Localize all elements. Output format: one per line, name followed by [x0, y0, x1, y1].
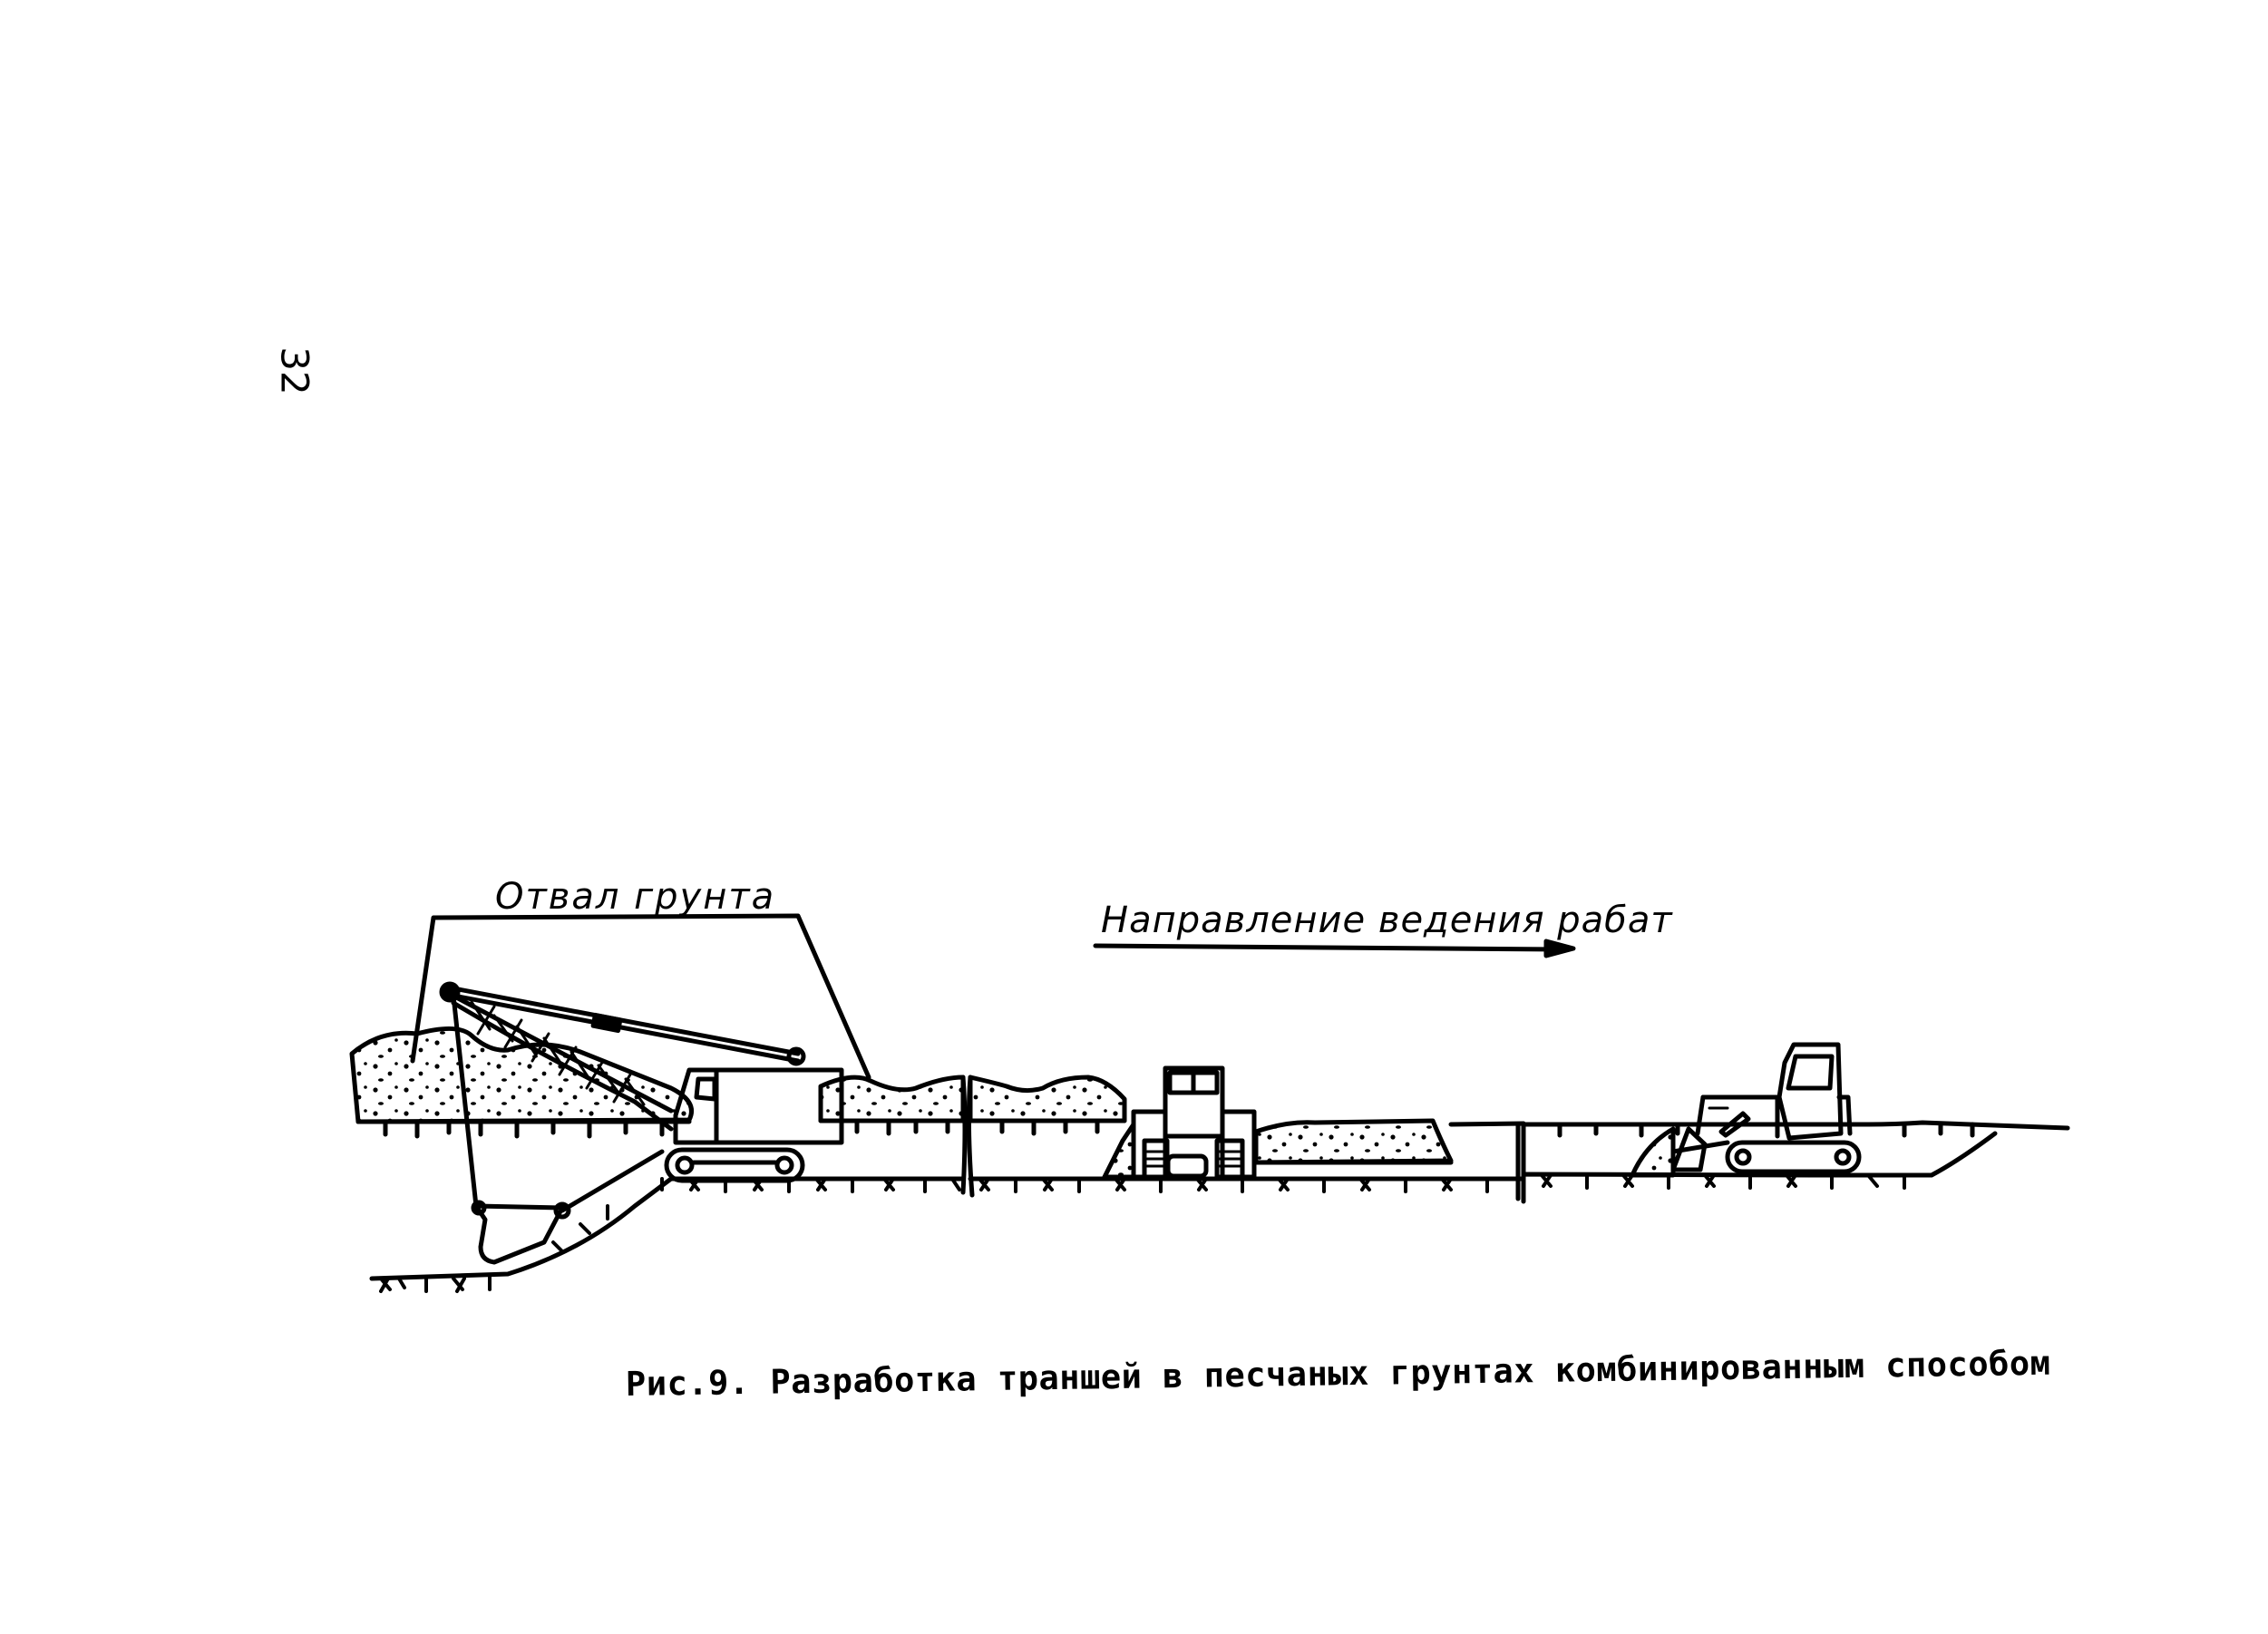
- spoil-heap-left: [349, 1026, 694, 1124]
- ground-surface: [355, 1118, 2070, 1165]
- spoil-heap-middle-2: [968, 1075, 1127, 1123]
- work-direction-label: Направление ведения рабат: [1101, 900, 1673, 941]
- spoil-heap-label: Отвал грунта: [495, 876, 776, 918]
- spoil-heap-middle: [818, 1075, 966, 1123]
- section-break-2: [966, 1075, 975, 1198]
- direction-arrow-icon: [1093, 939, 1576, 958]
- bulldozer-front-view: [1102, 1065, 1257, 1180]
- surface-ticks: [383, 1118, 1975, 1139]
- dragline-excavator: [439, 981, 844, 1265]
- spoil-heap-right: [1253, 1118, 1454, 1165]
- section-break-1: [960, 1075, 968, 1195]
- earth-hatching: [379, 1173, 1906, 1293]
- dragline-bucket: [473, 1203, 565, 1265]
- excavator-house: [714, 1067, 844, 1145]
- bulldozer-side-view: [1630, 1042, 1862, 1178]
